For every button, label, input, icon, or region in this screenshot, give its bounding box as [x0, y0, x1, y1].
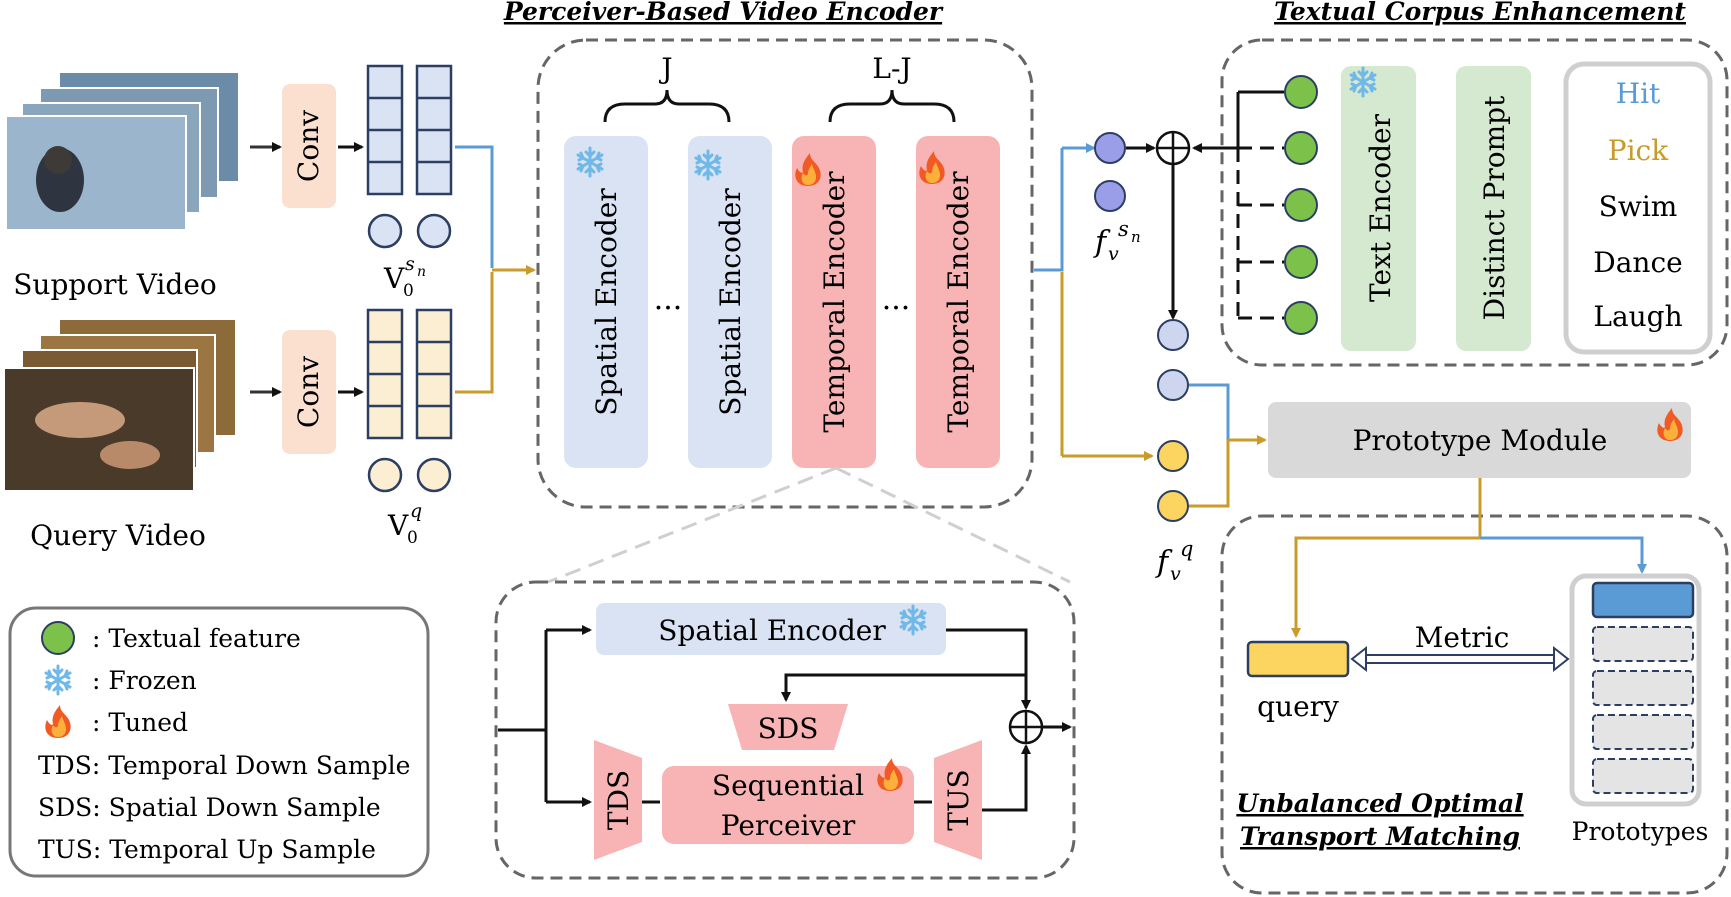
temporal-encoder-block-1 — [792, 136, 876, 468]
tus-block — [934, 740, 982, 860]
metric-arrow — [1350, 645, 1570, 673]
uot-group — [1220, 514, 1729, 895]
class-word-swim: Swim — [1599, 190, 1678, 223]
j-label: J — [658, 52, 672, 85]
svg-text:n: n — [1131, 228, 1141, 246]
prototype-slot — [1592, 758, 1694, 794]
enhanced-feature-dot-1 — [1157, 319, 1189, 351]
support-feature-dot-1 — [1094, 132, 1126, 164]
temporal-encoder-label-2: Temporal Encoder — [942, 171, 975, 433]
class-word-dance: Dance — [1593, 246, 1682, 279]
encoder-title: Perceiver-Based Video Encoder — [503, 0, 944, 26]
query-conv-block — [282, 330, 336, 454]
seq-perceiver-line-2: Perceiver — [721, 809, 856, 842]
text-encoder-block — [1341, 66, 1416, 351]
legend-box — [8, 606, 430, 878]
corpus-group — [1220, 38, 1729, 367]
support-video-label: Support Video — [13, 268, 217, 301]
support-token-grid — [366, 64, 453, 249]
textual-feature-dot-5 — [1284, 301, 1318, 335]
class-word-pick: Pick — [1608, 134, 1669, 167]
tds-label: TDS — [602, 770, 635, 830]
tds-block — [594, 740, 642, 860]
detail-spatial-encoder — [596, 603, 946, 655]
text-encoder-label: Text Encoder — [1364, 113, 1397, 302]
legend-item-6: TUS: Temporal Up Sample — [38, 835, 376, 864]
uot-title-line-1: Unbalanced Optimal — [1236, 789, 1523, 818]
class-word-hit: Hit — [1616, 77, 1661, 110]
svg-text:n: n — [417, 264, 426, 280]
textual-feature-dot-1 — [1284, 75, 1318, 109]
query-feature-label: f v q — [1155, 537, 1193, 585]
metric-label: Metric — [1415, 621, 1510, 654]
temporal-dots: ··· — [882, 291, 911, 326]
encoder-group — [536, 38, 1034, 509]
temporal-detail-group — [494, 580, 1076, 880]
query-embedding — [1246, 640, 1350, 678]
enhanced-feature-dot-2 — [1157, 369, 1189, 401]
textual-feature-dot-3 — [1284, 188, 1318, 222]
query-label: query — [1257, 690, 1339, 723]
textual-feature-dot-4 — [1284, 245, 1318, 279]
svg-text:v: v — [1170, 563, 1181, 585]
sds-block — [728, 704, 848, 750]
prototype-slot — [1592, 626, 1694, 662]
prototypes-label: Prototypes — [1572, 817, 1709, 846]
detail-spatial-encoder-label: Spatial Encoder — [658, 614, 886, 647]
distinct-prompt-block — [1456, 66, 1531, 351]
temporal-encoder-label-1: Temporal Encoder — [818, 171, 851, 433]
svg-text:0: 0 — [403, 281, 414, 301]
textual-feature-dot-2 — [1284, 131, 1318, 165]
class-word-list — [1563, 61, 1713, 355]
prototype-active — [1591, 581, 1695, 619]
legend-item-1: : Textual feature — [92, 624, 301, 653]
seq-perceiver-line-1: Sequential — [712, 769, 864, 802]
svg-text:s: s — [1118, 217, 1129, 241]
prototype-module-block — [1268, 402, 1691, 478]
svg-text:V: V — [387, 509, 409, 542]
spatial-encoder-label-2: Spatial Encoder — [714, 188, 747, 416]
query-video-frames — [3, 320, 235, 492]
svg-text:V: V — [383, 262, 405, 295]
spatial-encoder-label-1: Spatial Encoder — [590, 188, 623, 416]
legend-item-3: : Tuned — [92, 708, 188, 737]
spatial-encoder-block-2 — [688, 136, 772, 468]
sequential-perceiver-block — [662, 766, 914, 844]
uot-title-line-2: Transport Matching — [1240, 822, 1520, 851]
legend-item-5: SDS: Spatial Down Sample — [38, 793, 381, 822]
query-token-grid — [366, 308, 453, 493]
query-feature-dot-1 — [1157, 440, 1189, 472]
support-feature-dot-2 — [1094, 180, 1126, 212]
spatial-dots: ··· — [654, 291, 683, 326]
support-feature-label: f v s n — [1093, 217, 1141, 265]
legend-item-4: TDS: Temporal Down Sample — [38, 751, 410, 780]
tus-label: TUS — [942, 769, 975, 830]
v-support-label: V 0 s n — [383, 253, 426, 301]
svg-text:q: q — [1180, 537, 1193, 561]
distinct-prompt-label: Distinct Prompt — [1478, 95, 1511, 320]
support-conv-label: Conv — [292, 110, 325, 182]
support-video-frames — [5, 73, 238, 231]
svg-text:0: 0 — [407, 528, 418, 548]
query-conv-label: Conv — [292, 356, 325, 428]
legend-item-2: : Frozen — [92, 666, 197, 695]
svg-text:s: s — [405, 253, 415, 275]
support-conv-block — [282, 84, 336, 208]
query-video-label: Query Video — [30, 519, 206, 552]
prototype-slot — [1592, 714, 1694, 750]
temporal-encoder-block-2 — [916, 136, 1000, 468]
lj-label: L-J — [872, 52, 911, 85]
query-feature-dot-2 — [1157, 490, 1189, 522]
spatial-encoder-block-1 — [564, 136, 648, 468]
legend-textual-feature-icon — [41, 621, 75, 655]
corpus-title: Textual Corpus Enhancement — [1274, 0, 1686, 26]
svg-text:q: q — [410, 500, 422, 522]
prototype-slot — [1592, 670, 1694, 706]
prototype-module-label: Prototype Module — [1353, 424, 1608, 457]
class-word-laugh: Laugh — [1593, 300, 1682, 333]
v-query-label: V 0 q — [387, 500, 422, 548]
sds-label: SDS — [758, 712, 819, 745]
svg-text:v: v — [1108, 243, 1119, 265]
